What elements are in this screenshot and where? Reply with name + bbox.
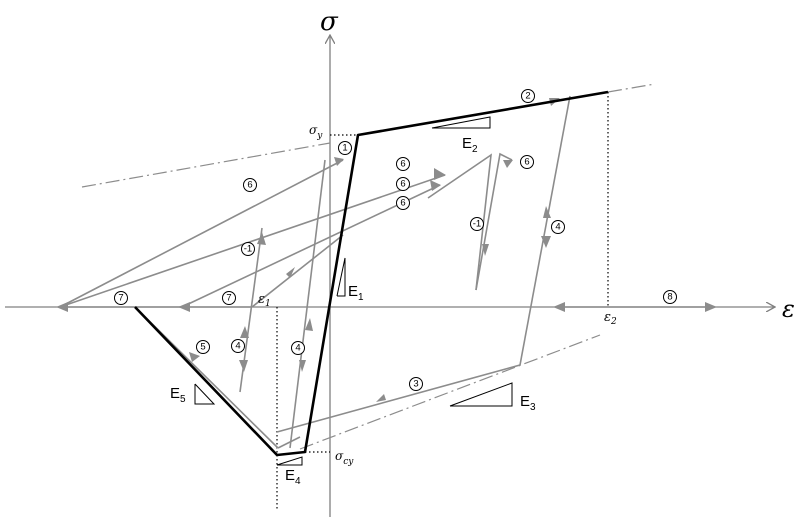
arrowhead	[553, 302, 565, 312]
arrowhead	[434, 168, 446, 180]
svg-text:3: 3	[413, 379, 418, 390]
svg-text:-1: -1	[244, 244, 252, 255]
stress-axis-label: σ	[320, 7, 339, 37]
e4-label: E4	[285, 467, 301, 487]
path-marker-1: 1	[338, 141, 352, 155]
svg-text:4: 4	[235, 341, 240, 352]
arrowhead	[376, 394, 386, 402]
svg-text:6: 6	[400, 179, 405, 190]
e3-label: E3	[520, 393, 536, 413]
path-marker-6d: 6	[396, 196, 410, 210]
svg-text:4: 4	[555, 222, 560, 233]
path-3	[276, 364, 521, 433]
e2-label: E2	[462, 135, 478, 155]
path-minus1-right	[427, 153, 492, 291]
svg-text:6: 6	[400, 159, 405, 170]
lower-bound-line	[299, 334, 601, 450]
arrowhead	[56, 302, 68, 312]
arrowhead	[705, 302, 717, 312]
arrowhead	[286, 267, 295, 278]
eps2-label: ε2	[604, 310, 617, 327]
arrowhead	[543, 206, 551, 218]
arrowhead	[305, 318, 313, 331]
svg-text:1: 1	[342, 143, 347, 154]
slope-e5-triangle	[194, 383, 216, 405]
path-marker-2: 2	[521, 89, 535, 103]
path-marker-5: 5	[196, 340, 210, 354]
eps1-label: ε1	[258, 292, 271, 309]
arrowhead	[334, 157, 344, 166]
path-marker-6e: 6	[520, 155, 534, 169]
upper-bound-right-line	[607, 83, 656, 93]
sigma-y-label: σy	[309, 123, 323, 141]
path-4-right	[519, 95, 571, 366]
path-marker-6b: 6	[396, 157, 410, 171]
svg-text:6: 6	[247, 180, 252, 191]
svg-text:5: 5	[200, 342, 205, 353]
slope-e2-triangle	[431, 116, 491, 129]
svg-text:-1: -1	[473, 219, 481, 230]
arrowhead	[299, 360, 306, 372]
svg-text:6: 6	[400, 198, 405, 209]
path-bottom-link	[277, 436, 301, 449]
path-marker-7a: 7	[114, 291, 128, 305]
svg-text:7: 7	[226, 293, 231, 304]
e5-label: E5	[170, 385, 186, 405]
path-marker-8: 8	[663, 290, 677, 304]
skeleton-curve	[134, 90, 609, 457]
strain-axis-label: ε	[782, 295, 795, 323]
path-marker-minus1b: -1	[470, 217, 484, 231]
arrowhead	[430, 180, 441, 191]
slope-e4-triangle	[276, 456, 303, 466]
path-6-top	[59, 159, 344, 308]
path-marker-6c: 6	[396, 177, 410, 191]
arrowhead	[503, 160, 513, 168]
svg-text:6: 6	[524, 157, 529, 168]
slope-e1-triangle	[336, 257, 346, 297]
arrowhead	[239, 360, 248, 372]
svg-text:4: 4	[295, 343, 300, 354]
path-minus1-left	[251, 234, 344, 308]
path-marker-4a: 4	[551, 220, 565, 234]
e1-label: E1	[348, 283, 364, 303]
arrowhead	[240, 326, 249, 338]
arrowhead	[189, 352, 200, 362]
svg-text:7: 7	[118, 293, 123, 304]
arrowhead	[541, 236, 551, 248]
arrowhead	[178, 302, 190, 312]
upper-bound-left-line	[81, 142, 331, 188]
path-marker-3: 3	[409, 377, 423, 391]
arrowhead	[482, 244, 489, 256]
path-marker-4b: 4	[231, 339, 245, 353]
path-marker-6a: 6	[243, 178, 257, 192]
path-marker-4c: 4	[291, 341, 305, 355]
path-marker-7b: 7	[222, 291, 236, 305]
arrowhead	[257, 232, 266, 245]
loading-paths	[56, 95, 717, 449]
path-4-center	[289, 159, 326, 449]
svg-text:8: 8	[667, 292, 672, 303]
path-marker-minus1a: -1	[241, 242, 255, 256]
path-6-mid	[59, 174, 446, 308]
slope-e3-triangle	[449, 382, 513, 407]
sigma-cy-label: σcy	[335, 449, 354, 467]
svg-text:2: 2	[525, 91, 530, 102]
